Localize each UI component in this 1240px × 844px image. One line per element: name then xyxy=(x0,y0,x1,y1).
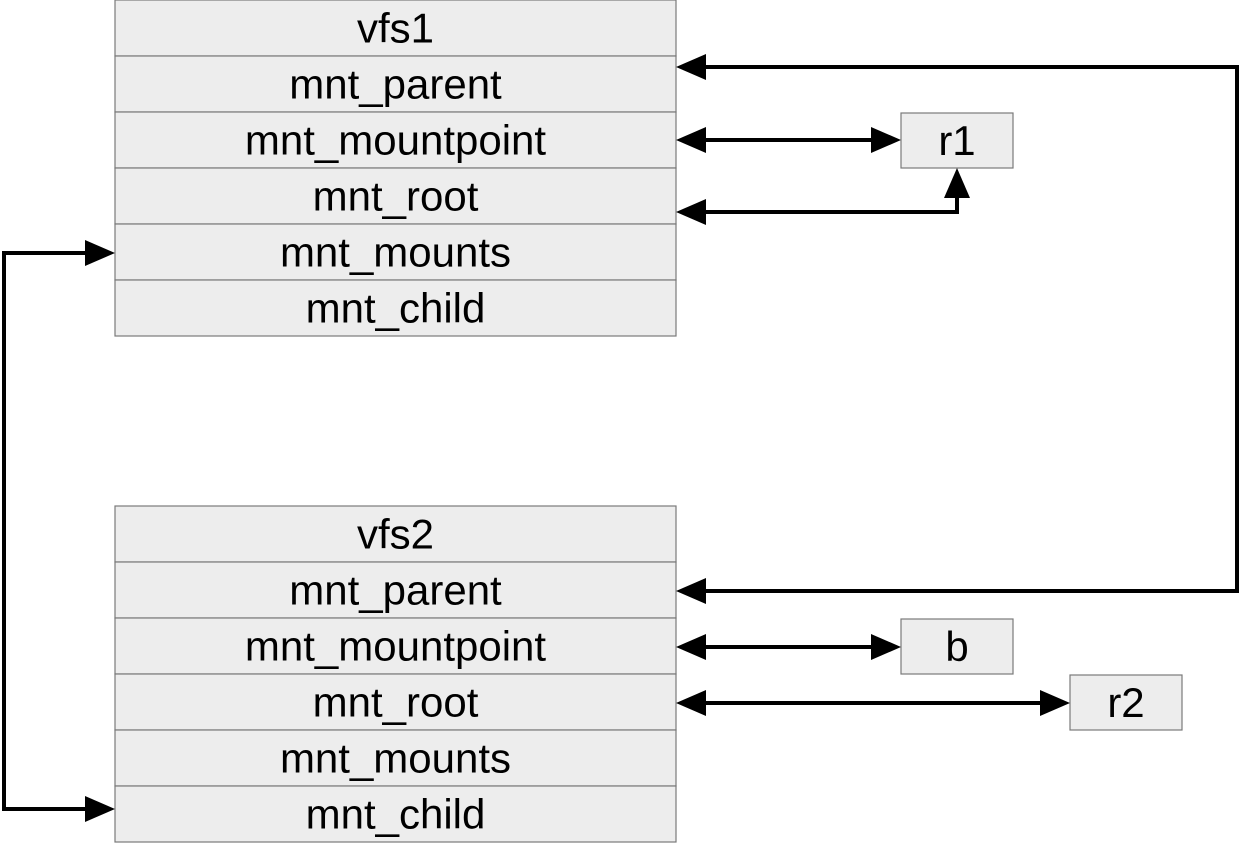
node-r2: r2 xyxy=(1069,674,1183,731)
node-b-label: b xyxy=(945,623,968,670)
connector-vfs2-mountpoint-b xyxy=(676,634,901,660)
arrowhead xyxy=(85,796,115,822)
vfs2-field-label: mnt_child xyxy=(306,791,486,838)
vfs1-field-mnt-mounts: mnt_mounts xyxy=(114,223,677,281)
arrowhead xyxy=(871,127,901,153)
vfs1-title: vfs1 xyxy=(357,5,434,52)
vfs1-field-label: mnt_child xyxy=(306,285,486,332)
vfs2-struct: vfs2 mnt_parent mnt_mountpoint mnt_root … xyxy=(114,505,677,843)
connector-mounts-child-loop xyxy=(2,240,115,822)
arrowhead xyxy=(944,168,970,198)
arrowhead xyxy=(871,634,901,660)
vfs2-field-mnt-parent: mnt_parent xyxy=(114,561,677,619)
vfs1-field-mnt-parent: mnt_parent xyxy=(114,55,677,113)
connector-vfs2-root-r2 xyxy=(676,690,1070,716)
node-r1-label: r1 xyxy=(938,117,975,164)
arrowhead xyxy=(676,690,706,716)
vfs1-struct: vfs1 mnt_parent mnt_mountpoint mnt_root … xyxy=(114,0,677,337)
arrowhead xyxy=(85,240,115,266)
vfs2-field-mnt-child: mnt_child xyxy=(114,785,677,843)
connector-mnt-parent-loop xyxy=(676,54,1239,604)
vfs1-field-label: mnt_mounts xyxy=(280,229,511,276)
arrowhead xyxy=(676,54,706,80)
vfs1-field-mnt-mountpoint: mnt_mountpoint xyxy=(114,111,677,169)
vfs1-field-mnt-child: mnt_child xyxy=(114,279,677,337)
vfs1-field-label: mnt_parent xyxy=(289,61,502,108)
vfs2-title: vfs2 xyxy=(357,511,434,558)
vfs1-field-label: mnt_mountpoint xyxy=(245,117,547,164)
arrowhead xyxy=(676,127,706,153)
vfs2-field-mnt-mountpoint: mnt_mountpoint xyxy=(114,617,677,675)
arrowhead xyxy=(676,634,706,660)
vfs2-field-label: mnt_parent xyxy=(289,567,502,614)
vfs2-field-label: mnt_mounts xyxy=(280,735,511,782)
vfs1-field-label: mnt_root xyxy=(313,173,479,220)
node-b: b xyxy=(900,618,1014,675)
node-r2-label: r2 xyxy=(1107,679,1144,726)
vfs2-field-label: mnt_mountpoint xyxy=(245,623,547,670)
vfs2-title-cell: vfs2 xyxy=(114,505,677,563)
vfs2-field-mnt-mounts: mnt_mounts xyxy=(114,729,677,787)
arrowhead xyxy=(676,199,706,225)
vfs2-field-label: mnt_root xyxy=(313,679,479,726)
arrowhead xyxy=(676,578,706,604)
connector-vfs1-mountpoint-r1 xyxy=(676,127,901,153)
vfs1-title-cell: vfs1 xyxy=(114,0,677,57)
vfs2-field-mnt-root: mnt_root xyxy=(114,673,677,731)
vfs1-field-mnt-root: mnt_root xyxy=(114,167,677,225)
connector-vfs1-root-r1 xyxy=(676,168,970,225)
arrowhead xyxy=(1040,690,1070,716)
node-r1: r1 xyxy=(900,112,1014,169)
